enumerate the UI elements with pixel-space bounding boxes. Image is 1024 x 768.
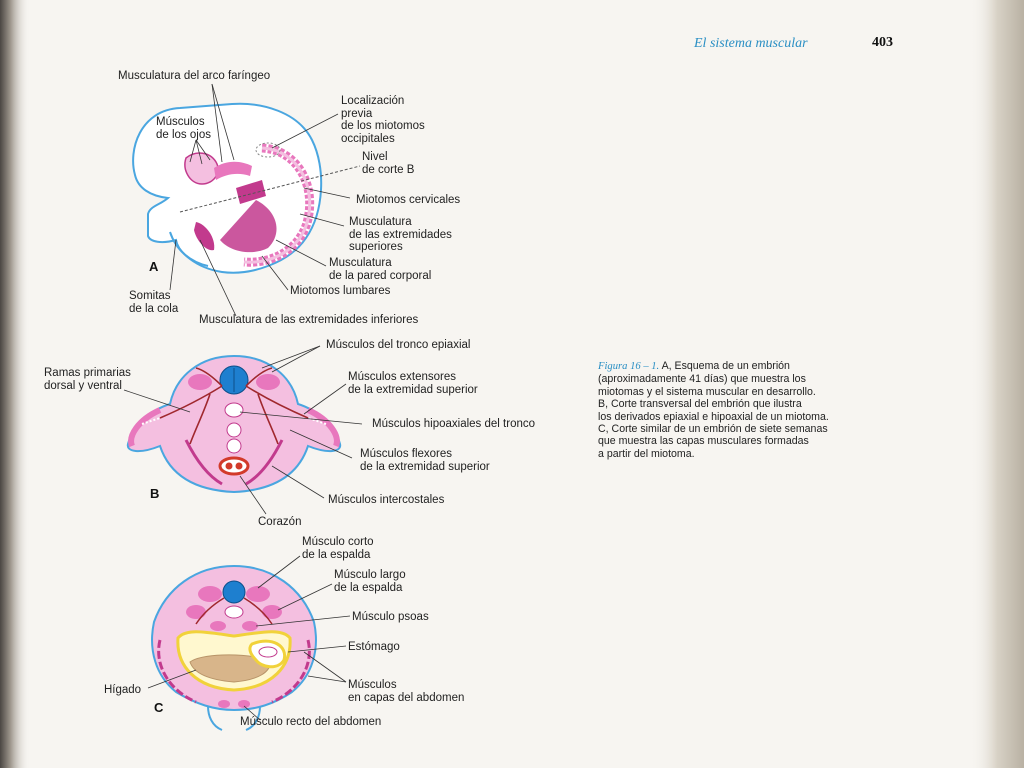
label-recto-abdomen: Músculo recto del abdomen bbox=[240, 716, 382, 728]
caption-line: (aproximadamente 41 días) que muestra lo… bbox=[598, 373, 806, 386]
caption-line: B, Corte transversal del embrión que ilu… bbox=[598, 398, 802, 411]
label-intercostales: Músculos intercostales bbox=[328, 494, 445, 506]
label-tronco-epiaxial: Músculos del tronco epiaxial bbox=[326, 339, 471, 351]
label-corazon: Corazón bbox=[258, 516, 302, 528]
label-extremidades-inferiores: Musculatura de las extremidades inferior… bbox=[199, 314, 419, 326]
transverse-section-b bbox=[123, 345, 363, 515]
label-miotomos-lumbares: Miotomos lumbares bbox=[290, 285, 391, 297]
caption-line: miotomas y el sistema muscular en desarr… bbox=[598, 385, 816, 398]
caption-line: A, Esquema de un embrión bbox=[659, 360, 790, 372]
caption-line: los derivados epiaxial e hipoaxial de un… bbox=[598, 410, 829, 423]
figure-caption: Figura 16 – 1. A, Esquema de un embrión … bbox=[598, 360, 888, 460]
panel-letter-c: C bbox=[154, 700, 164, 715]
panel-letter-a: A bbox=[149, 259, 159, 274]
label-arco-faringeo: Musculatura del arco faríngeo bbox=[118, 70, 271, 82]
label-estomago: Estómago bbox=[348, 641, 400, 653]
label-hipoaxiales-tronco: Músculos hipoaxiales del tronco bbox=[372, 418, 536, 430]
caption-line: a partir del miotoma. bbox=[598, 447, 695, 460]
page-number: 403 bbox=[872, 35, 893, 50]
figure-label: Figura 16 – 1. bbox=[598, 361, 660, 372]
label-miotomos-cervicales: Miotomos cervicales bbox=[356, 194, 461, 206]
running-head: El sistema muscular bbox=[694, 36, 808, 51]
transverse-section-c bbox=[147, 555, 351, 731]
caption-line: que muestra las capas musculares formada… bbox=[598, 435, 809, 448]
label-musculo-psoas: Músculo psoas bbox=[352, 611, 429, 623]
embryo-lateral-view bbox=[132, 83, 361, 317]
panel-letter-b: B bbox=[150, 486, 160, 501]
caption-line: C, Corte similar de un embrión de siete … bbox=[598, 423, 828, 436]
label-higado: Hígado bbox=[104, 684, 142, 696]
